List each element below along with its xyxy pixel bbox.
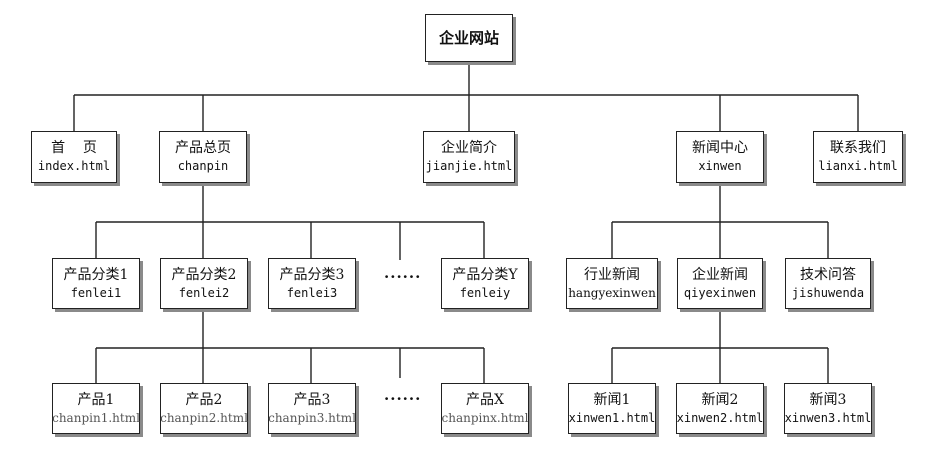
node-news-center: 新闻中心 xinwen xyxy=(676,131,764,183)
node-file: xinwen xyxy=(698,159,742,174)
node-file: chanpin3.html xyxy=(268,410,356,425)
node-file: fenlei1 xyxy=(70,285,122,300)
node-title: 新闻2 xyxy=(701,391,739,408)
node-title: 产品总页 xyxy=(175,140,231,157)
node-industry-news: 行业新闻 hangyexinwen xyxy=(566,258,658,309)
node-title: 联系我们 xyxy=(830,140,886,157)
node-title: 产品3 xyxy=(293,391,331,408)
node-title: 产品X xyxy=(466,391,504,408)
root-node: 企业网站 xyxy=(425,14,513,62)
node-title: 产品分类2 xyxy=(171,266,237,283)
node-news-2: 新闻2 xinwen2.html xyxy=(676,383,764,434)
node-title: 企业简介 xyxy=(441,140,497,157)
node-title: 产品2 xyxy=(185,391,223,408)
root-title: 企业网站 xyxy=(438,28,499,47)
node-title: 产品1 xyxy=(77,391,115,408)
node-file: chanpinx.html xyxy=(441,410,529,425)
node-company-news: 企业新闻 qiyexinwen xyxy=(677,258,763,309)
node-product-x: 产品X chanpinx.html xyxy=(441,383,529,434)
node-home: 首 页 index.html xyxy=(31,131,117,183)
node-file: qiyexinwen xyxy=(683,285,757,300)
node-category-1: 产品分类1 fenlei1 xyxy=(52,258,140,309)
node-file: jishuwenda xyxy=(791,285,865,300)
node-news-3: 新闻3 xinwen3.html xyxy=(784,383,872,434)
node-file: lianxi.html xyxy=(818,159,898,174)
node-title: 产品分类Y xyxy=(452,266,518,283)
node-file: fenlei2 xyxy=(178,285,230,300)
node-title: 企业新闻 xyxy=(692,266,748,283)
ellipsis-products: ...... xyxy=(384,386,422,404)
node-file: xinwen3.html xyxy=(784,410,872,425)
node-title: 新闻中心 xyxy=(692,140,748,157)
node-title: 产品分类1 xyxy=(63,266,129,283)
node-file: fenleiy xyxy=(459,285,511,300)
node-file: xinwen2.html xyxy=(676,410,764,425)
node-category-3: 产品分类3 fenlei3 xyxy=(268,258,356,309)
node-product-3: 产品3 chanpin3.html xyxy=(268,383,356,434)
node-tech-qa: 技术问答 jishuwenda xyxy=(785,258,871,309)
node-file: hangyexinwen xyxy=(568,285,656,300)
node-products: 产品总页 chanpin xyxy=(159,131,247,183)
node-news-1: 新闻1 xinwen1.html xyxy=(568,383,656,434)
node-file: fenlei3 xyxy=(286,285,338,300)
node-contact: 联系我们 lianxi.html xyxy=(813,131,903,183)
node-title: 新闻1 xyxy=(593,391,631,408)
node-file: chanpin xyxy=(177,159,229,174)
ellipsis-categories: ...... xyxy=(384,264,422,282)
node-product-2: 产品2 chanpin2.html xyxy=(160,383,248,434)
node-title: 技术问答 xyxy=(800,266,856,283)
node-product-1: 产品1 chanpin1.html xyxy=(52,383,140,434)
node-category-y: 产品分类Y fenleiy xyxy=(441,258,529,309)
node-about: 企业简介 jianjie.html xyxy=(423,131,515,183)
node-file: jianjie.html xyxy=(425,159,513,174)
node-title: 首 页 xyxy=(51,140,97,157)
node-file: index.html xyxy=(37,159,111,174)
node-title: 产品分类3 xyxy=(279,266,345,283)
node-file: chanpin2.html xyxy=(160,410,248,425)
node-file: xinwen1.html xyxy=(568,410,656,425)
node-file: chanpin1.html xyxy=(52,410,140,425)
node-title: 新闻3 xyxy=(809,391,847,408)
node-category-2: 产品分类2 fenlei2 xyxy=(160,258,248,309)
node-title: 行业新闻 xyxy=(584,266,640,283)
